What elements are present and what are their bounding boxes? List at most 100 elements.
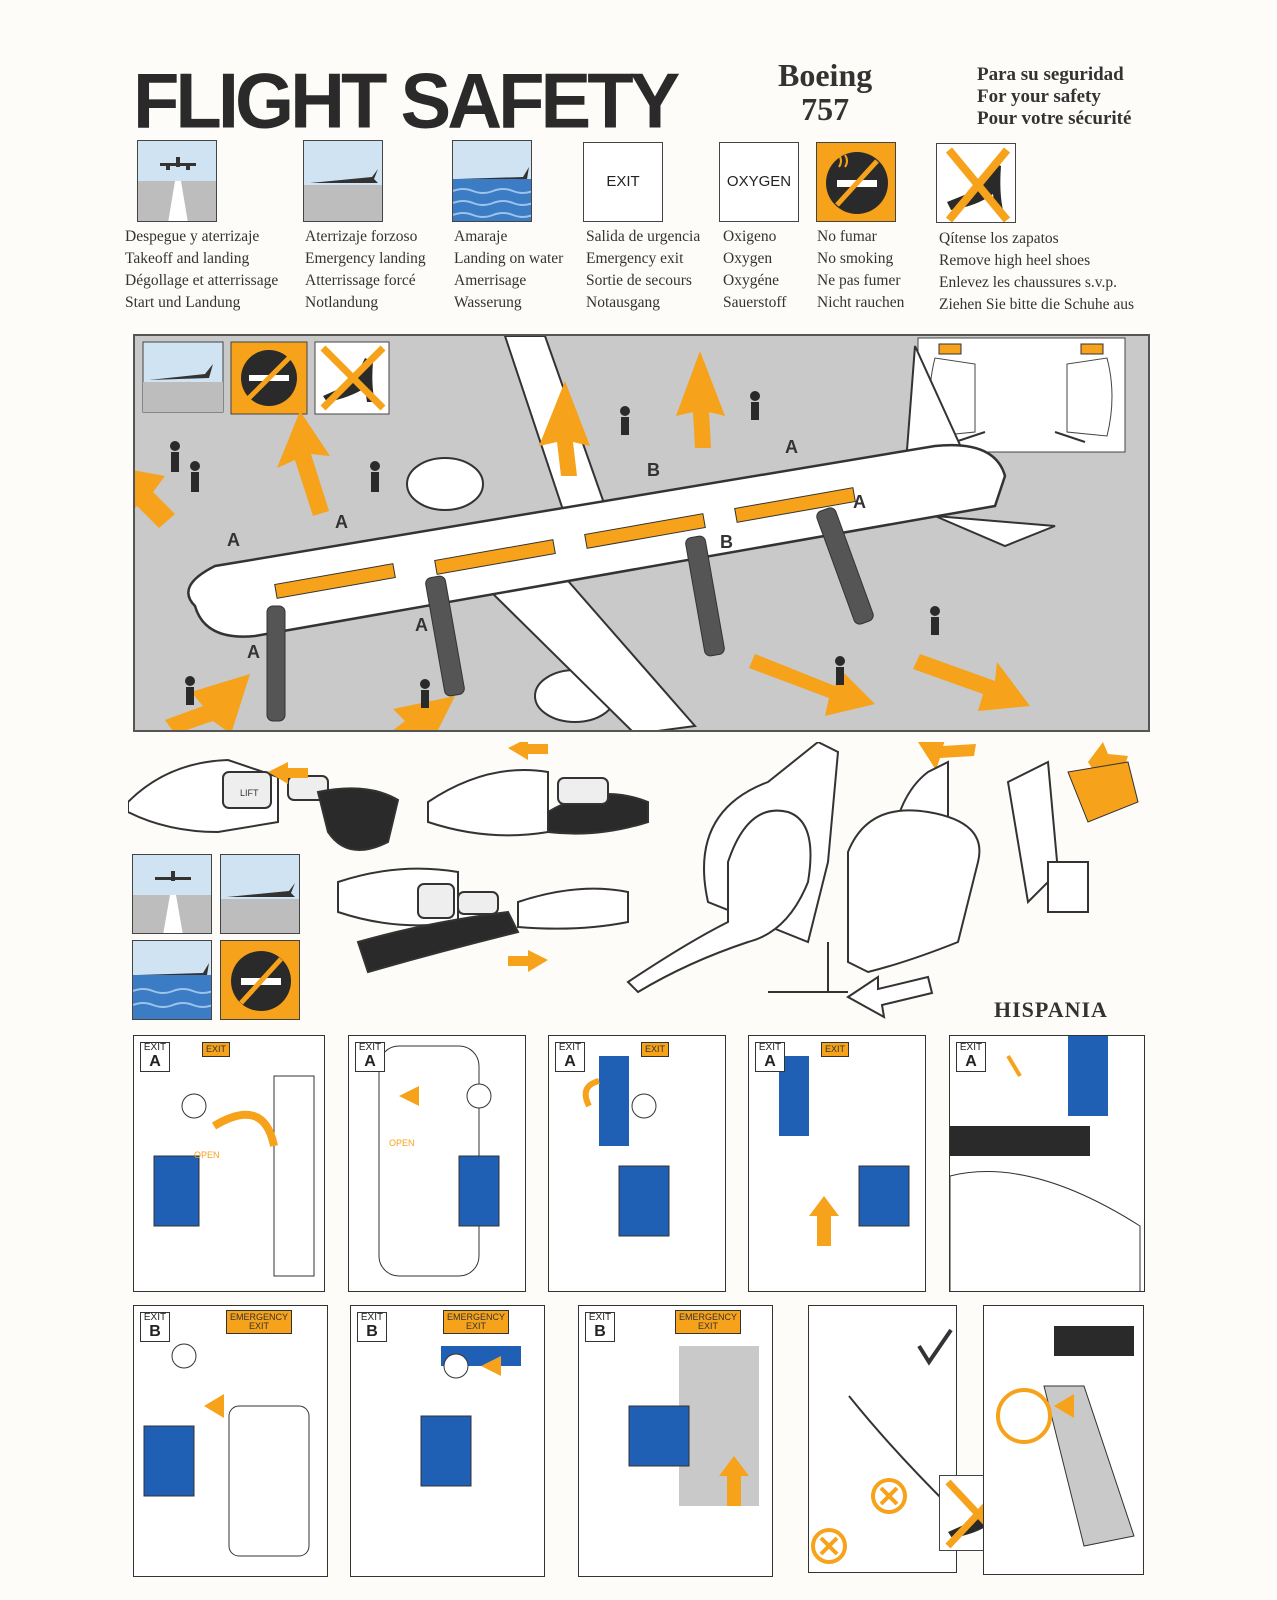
passenger-jump-guidance <box>811 1328 953 1564</box>
caption-remove-shoes: Qítense los zapatos Remove high heel sho… <box>939 228 1134 316</box>
passengers-on-slide <box>984 1306 1143 1547</box>
remove-shoes-mini-icon <box>314 341 390 415</box>
exit-sign-label: EXIT <box>606 173 640 190</box>
slide-deployed-door-a <box>950 1036 1141 1291</box>
oxygen-sign-label: OXYGEN <box>726 173 792 190</box>
plane-water-icon <box>453 141 531 221</box>
caption-en: Emergency exit <box>586 250 684 267</box>
caption-de: Start und Landung <box>125 294 241 311</box>
slide-evacuation-panel <box>983 1305 1144 1575</box>
open-label: OPEN <box>194 1150 220 1160</box>
exit-sign: EXIT <box>641 1042 670 1057</box>
takeoff-landing-pictogram <box>137 140 217 222</box>
caption-es: Aterrizaje forzoso <box>305 228 418 245</box>
crew-at-door-a <box>582 1056 670 1237</box>
caption-en: Emergency landing <box>305 250 426 267</box>
safety-line-es: Para su seguridad <box>977 64 1124 85</box>
crew-at-door-b <box>143 1343 310 1557</box>
safety-line-en: For your safety <box>977 86 1101 107</box>
caption-de: Notausgang <box>586 294 661 311</box>
cross-circle-icon <box>811 1528 847 1564</box>
exit-label-a-4: A <box>415 615 428 635</box>
exit-sign-pictogram: EXIT <box>583 142 663 222</box>
caption-no-smoking: No fumar No smoking Ne pas fumer Nicht r… <box>817 226 904 314</box>
airline-brand: HISPANIA <box>994 997 1108 1022</box>
brace-takeoff-pictogram <box>132 854 212 934</box>
oxygen-sign-pictogram: OXYGEN <box>719 142 799 222</box>
exit-label-a-2: A <box>335 512 348 532</box>
landing-on-water-pictogram <box>452 140 532 222</box>
page-title: FLIGHT SAFETY <box>133 58 680 145</box>
caption-es: No fumar <box>817 228 877 245</box>
cross-circle-icon <box>871 1478 907 1514</box>
caption-es: Salida de urgencia <box>586 228 701 245</box>
plane-ground-icon <box>221 855 299 933</box>
open-label: OPEN <box>389 1138 415 1148</box>
plane-water-icon <box>133 941 211 1019</box>
caption-takeoff-landing: Despegue y aterrizaje Takeoff and landin… <box>125 226 278 314</box>
caption-en: Remove high heel shoes <box>939 252 1091 269</box>
caption-fr: Amerrisage <box>454 272 527 289</box>
caption-de: Nicht rauchen <box>817 294 905 311</box>
no-smoking-icon <box>231 951 291 1011</box>
no-smoking-pictogram <box>816 142 896 222</box>
no-smoking-mini-icon <box>230 341 308 415</box>
caption-de: Wasserung <box>454 294 522 311</box>
evacuation-illustration: A A A A B B A A <box>135 336 1126 730</box>
plane-ground-icon <box>304 141 382 221</box>
brace-emergency-landing-pictogram <box>220 854 300 934</box>
caption-de: Sauerstoff <box>723 294 787 311</box>
buckle-lift-label: LIFT <box>240 788 259 798</box>
runway-icon <box>138 141 216 221</box>
evacuation-diagram: A A A A B B A A <box>133 334 1150 732</box>
model-number: 757 <box>801 91 850 127</box>
exit-label-b-1: B <box>647 460 660 480</box>
crew-pushing-door-a: OPEN <box>378 1045 500 1277</box>
caption-de: Notlandung <box>305 294 379 311</box>
caption-fr: Enlevez les chaussures s.v.p. <box>939 274 1118 291</box>
crew-pulling-handle-door-b <box>628 1346 759 1506</box>
caption-fr: Ne pas fumer <box>817 272 901 289</box>
emergency-landing-pictogram <box>303 140 383 222</box>
crew-opening-door-b <box>420 1346 521 1487</box>
aircraft-model: Boeing 757 <box>778 58 872 126</box>
caption-fr: Oxygéne <box>723 272 779 289</box>
caption-es: Oxigeno <box>723 228 777 245</box>
exit-label-a-3: A <box>247 642 260 662</box>
for-your-safety-lines: Para su seguridad For your safety Pour v… <box>977 64 1131 130</box>
crew-opening-door-a: OPEN <box>153 1075 315 1277</box>
exit-sign: EXIT <box>202 1042 231 1057</box>
caption-de: Ziehen Sie bitte die Schuhe aus <box>939 296 1134 313</box>
caption-fr: Atterrissage forcé <box>305 272 416 289</box>
exit-label-a-1: A <box>227 530 240 550</box>
caption-oxygen: Oxigeno Oxygen Oxygéne Sauerstoff <box>723 226 786 314</box>
model-make: Boeing <box>778 57 873 93</box>
caption-fr: Dégollage et atterrissage <box>125 272 279 289</box>
caption-emergency-exit: Salida de urgencia Emergency exit Sortie… <box>586 226 700 314</box>
crew-pulling-handle-door-a <box>779 1056 910 1246</box>
no-smoking-icon <box>826 152 888 214</box>
exit-label-a-5: A <box>785 437 798 457</box>
caption-es: Qítense los zapatos <box>939 230 1059 247</box>
seatbelt-brace-illustration: LIFT <box>128 742 1139 1019</box>
caption-landing-on-water: Amaraje Landing on water Amerrisage Wass… <box>454 226 563 314</box>
emergency-landing-mini-icon <box>142 341 224 413</box>
brace-no-smoking-pictogram <box>220 940 300 1020</box>
